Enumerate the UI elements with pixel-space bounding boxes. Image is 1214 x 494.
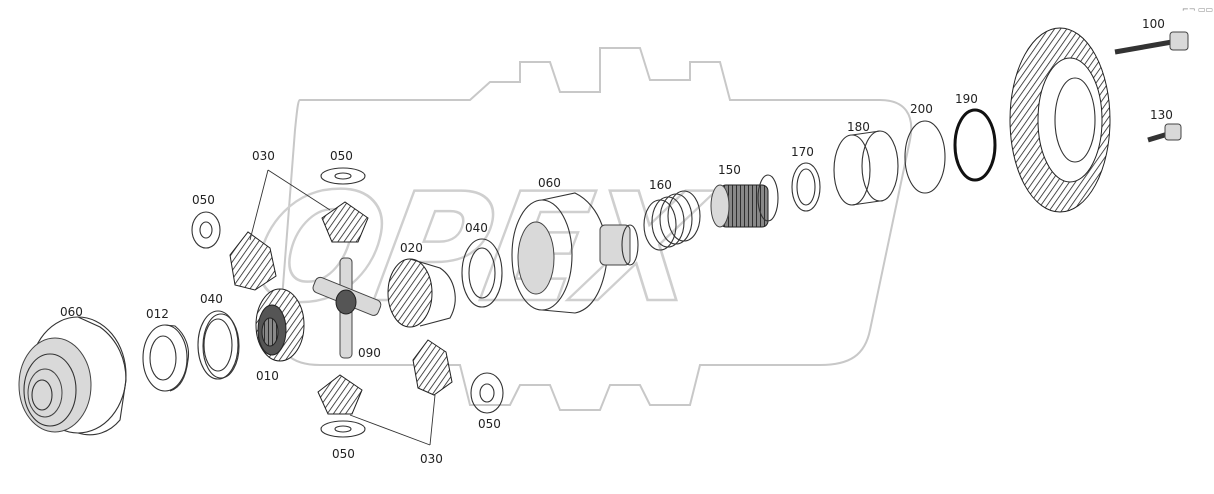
callout-010: 010: [256, 369, 279, 383]
callout-050-top: 050: [330, 149, 353, 163]
callout-200: 200: [910, 102, 933, 116]
callout-060-top: 060: [538, 176, 561, 190]
callout-180: 180: [847, 120, 870, 134]
callout-100: 100: [1142, 17, 1165, 31]
carrier-housing-center: [511, 192, 639, 314]
thrust-washer-left: [197, 310, 240, 380]
callout-150: 150: [718, 163, 741, 177]
callout-030-bottom: 030: [420, 452, 443, 466]
sleeve-180: [833, 130, 899, 206]
washer-right: [470, 372, 504, 414]
spider-gear-bottom: [317, 374, 363, 415]
callout-090: 090: [358, 346, 381, 360]
callout-040-top: 040: [465, 221, 488, 235]
callout-012: 012: [146, 307, 169, 321]
side-gear-right: [387, 258, 456, 328]
side-gear-left: [255, 288, 305, 362]
callout-170: 170: [791, 145, 814, 159]
ring-012: [142, 324, 190, 392]
spider-gear-top: [321, 201, 369, 243]
callout-050-right: 050: [478, 417, 501, 431]
callout-020: 020: [400, 241, 423, 255]
ring-190: [953, 108, 997, 182]
clutch-pack-160: [643, 190, 701, 251]
callout-190: 190: [955, 92, 978, 106]
bolt-100: [1114, 31, 1189, 55]
leader-030-bottom: [349, 394, 436, 446]
spider-gear-upper-left: [229, 231, 277, 291]
ring-200: [904, 120, 946, 194]
callout-030-top: 030: [252, 149, 275, 163]
ring-170: [791, 162, 821, 212]
callout-130: 130: [1150, 108, 1173, 122]
callout-050-bottom: 050: [332, 447, 355, 461]
locking-sleeve-150: [710, 174, 779, 228]
leader-030-top: [249, 169, 331, 241]
corner-mark: ⌐¬ ▭▭: [1182, 5, 1213, 14]
washer-left: [191, 211, 221, 249]
callout-050-left: 050: [192, 193, 215, 207]
thrust-washer-right: [461, 238, 503, 308]
spider-cross-090: [312, 257, 382, 359]
spider-gear-right: [412, 339, 453, 396]
callout-040-left: 040: [200, 292, 223, 306]
carrier-housing-left: [18, 316, 127, 436]
callout-060-left: 060: [60, 305, 83, 319]
bolt-130: [1147, 123, 1182, 143]
crown-gear: [1009, 27, 1111, 213]
washer-top: [320, 167, 366, 185]
washer-bottom: [320, 420, 366, 438]
callout-160: 160: [649, 178, 672, 192]
